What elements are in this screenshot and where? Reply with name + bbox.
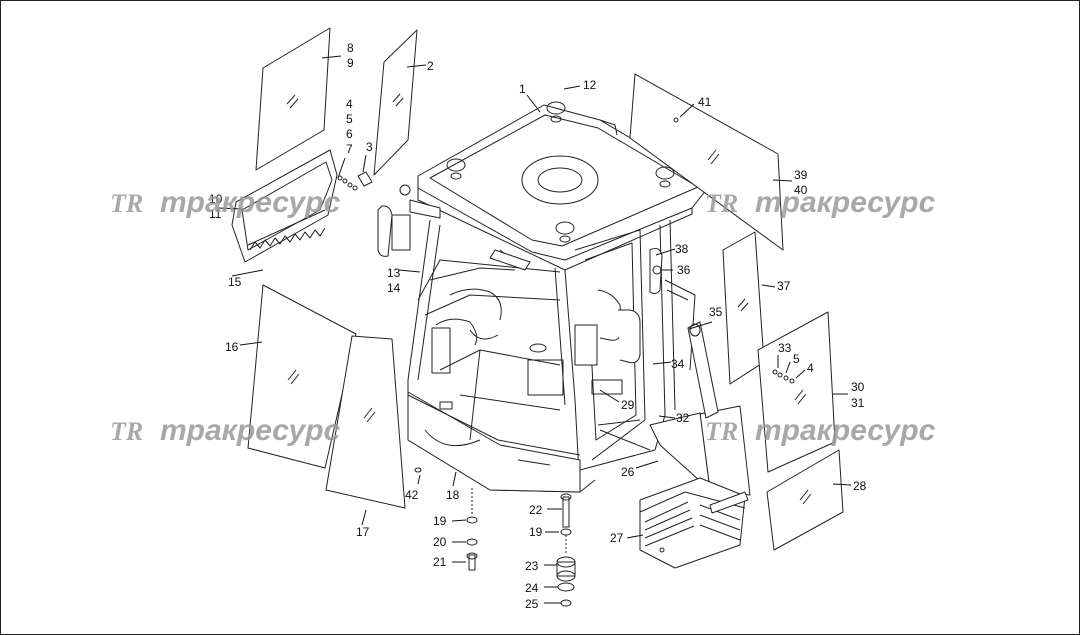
bolt-22 xyxy=(562,496,570,528)
callout-label: 2 xyxy=(427,59,434,73)
watermark-text: тракресурс xyxy=(755,414,936,447)
watermark-logo: TR xyxy=(705,189,738,218)
handrail-left xyxy=(377,184,411,257)
roof-lifting-eyes xyxy=(446,101,675,243)
callout-label: 19 xyxy=(433,514,447,528)
callout-label: 8 xyxy=(347,41,354,55)
callout-label: 5 xyxy=(346,112,353,126)
watermark-logo: TR xyxy=(705,417,738,446)
callout-label: 13 xyxy=(387,266,401,280)
watermark-text: тракресурс xyxy=(755,186,936,219)
callout-label: 31 xyxy=(851,396,865,410)
watermark-text: тракресурс xyxy=(160,186,341,219)
callout-label: 22 xyxy=(529,503,543,517)
callout-label: 34 xyxy=(671,357,685,371)
glass-39-40 xyxy=(629,73,784,251)
watermark-bottom-right: TR тракресурс xyxy=(705,414,936,447)
washer-20 xyxy=(466,538,478,546)
callout-label: 35 xyxy=(709,305,723,319)
handrail-right xyxy=(574,248,663,366)
callout-label: 6 xyxy=(346,127,353,141)
callout-labels: 8 9 2 4 5 6 7 3 10 11 15 16 17 13 14 1 1… xyxy=(209,41,867,611)
watermark-top-right: TR тракресурс xyxy=(705,186,936,219)
callout-label: 41 xyxy=(698,95,712,109)
callout-label: 32 xyxy=(676,411,690,425)
callout-label: 16 xyxy=(225,340,239,354)
callout-label: 4 xyxy=(807,361,814,375)
callout-label: 7 xyxy=(346,142,353,156)
fitting-3 xyxy=(357,171,373,187)
watermark-logo: TR xyxy=(110,189,143,218)
bolt-21 xyxy=(468,554,476,571)
screw-42 xyxy=(414,467,422,473)
window-frame-10-11 xyxy=(231,149,338,263)
glass-8-9 xyxy=(255,27,331,171)
callout-label: 17 xyxy=(356,525,370,539)
glass-28 xyxy=(766,449,844,551)
callout-label: 20 xyxy=(433,535,447,549)
glass-16 xyxy=(247,284,357,469)
glass-2 xyxy=(373,29,418,176)
callout-label: 21 xyxy=(433,555,447,569)
callout-label: 36 xyxy=(677,263,691,277)
leader-lines xyxy=(217,55,852,604)
callout-label: 10 xyxy=(209,192,223,206)
callout-label: 27 xyxy=(610,531,624,545)
callout-label: 40 xyxy=(794,183,808,197)
washer-19 xyxy=(466,516,478,524)
watermark-logo: TR xyxy=(110,417,143,446)
callout-label: 30 xyxy=(851,380,865,394)
callout-label: 23 xyxy=(525,559,539,573)
callout-label: 1 xyxy=(519,82,526,96)
callout-label: 19 xyxy=(529,525,543,539)
callout-label: 3 xyxy=(366,140,373,154)
callout-label: 24 xyxy=(525,581,539,595)
callout-label: 26 xyxy=(621,465,635,479)
callout-label: 37 xyxy=(777,279,791,293)
callout-label: 38 xyxy=(675,242,689,256)
callout-label: 9 xyxy=(347,56,354,70)
glass-30-31 xyxy=(757,311,836,473)
callout-label: 39 xyxy=(794,168,808,182)
callout-label: 12 xyxy=(583,78,597,92)
callout-label: 18 xyxy=(446,488,460,502)
callout-label: 28 xyxy=(853,479,867,493)
seat-assembly xyxy=(639,477,749,569)
watermark-bottom-left: TR тракресурс xyxy=(110,414,341,447)
callout-label: 14 xyxy=(387,281,401,295)
fasteners xyxy=(337,117,795,607)
glass-17 xyxy=(325,335,406,509)
callout-label: 42 xyxy=(405,488,419,502)
callout-label: 15 xyxy=(228,275,242,289)
callout-label: 4 xyxy=(346,97,353,111)
watermark-top-left: TR тракресурс xyxy=(110,186,341,219)
callout-label: 33 xyxy=(778,341,792,355)
callout-label: 29 xyxy=(621,398,635,412)
roof-brackets xyxy=(409,199,531,271)
callout-label: 25 xyxy=(525,597,539,611)
cab-frame xyxy=(407,219,696,493)
watermark-text: тракресурс xyxy=(160,414,341,447)
callout-label: 11 xyxy=(209,207,222,221)
part-35 xyxy=(689,323,701,337)
callout-label: 5 xyxy=(793,352,800,366)
